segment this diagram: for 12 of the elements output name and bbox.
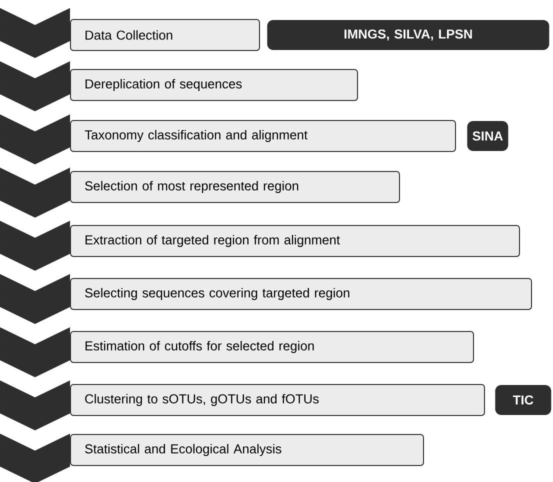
process-box: Extraction of targeted region from alignment [70,225,520,257]
process-box: Statistical and Ecological Analysis [70,434,424,466]
process-box: Data Collection [70,19,260,51]
tool-label: SINA [467,121,508,151]
process-box: Taxonomy classification and alignment [70,120,456,152]
tool-label: IMNGS, SILVA, LPSN [267,20,550,50]
tool-label: TIC [495,385,552,415]
process-box: Dereplication of sequences [70,69,358,101]
process-box: Clustering to sOTUs, gOTUs and fOTUs [70,384,485,416]
process-box: Selecting sequences covering targeted region [70,278,532,310]
process-box: Estimation of cutoffs for selected region [70,331,474,363]
process-box: Selection of most represented region [70,171,400,203]
